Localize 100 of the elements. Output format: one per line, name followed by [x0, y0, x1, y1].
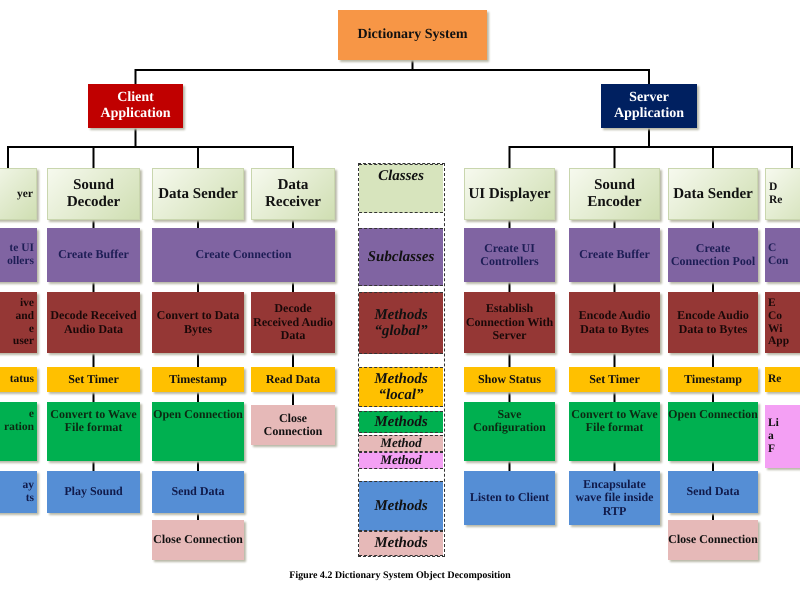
- connector-line: [508, 392, 510, 402]
- node-label: yer: [17, 188, 33, 200]
- node-label: Read Data: [266, 372, 320, 386]
- connector-line: [197, 353, 199, 367]
- legend-label: Methods: [374, 414, 428, 430]
- node-label: Convert to Data Bytes: [156, 309, 240, 336]
- legend-label: Methods: [374, 498, 428, 514]
- node-label: e ration: [4, 408, 34, 434]
- node-label: Close Connection: [153, 533, 243, 547]
- subclass-box: [569, 228, 660, 282]
- connector-line: [614, 461, 616, 471]
- legend-label: Classes: [378, 168, 424, 184]
- node-label: Timestamp: [684, 372, 742, 386]
- connector-line: [197, 392, 199, 402]
- method-box: [251, 405, 335, 445]
- node-label: Create Buffer: [579, 248, 650, 262]
- method-box: [569, 367, 660, 392]
- node-label: Show Status: [478, 372, 542, 386]
- node-label: Decode Received Audio Data: [252, 302, 334, 343]
- node-label: C Con: [768, 242, 788, 268]
- method-box: [47, 471, 140, 513]
- class-box: [47, 168, 140, 220]
- connector-line: [712, 353, 714, 367]
- node-label: Set Timer: [68, 372, 119, 386]
- subclass-box: [47, 228, 140, 282]
- application-box: [88, 84, 183, 128]
- node-label: Establish Connection With Server: [464, 302, 554, 343]
- node-label: Create Buffer: [58, 248, 129, 262]
- connector-line: [92, 353, 94, 367]
- connector-line: [197, 461, 199, 471]
- connector-line: [508, 461, 510, 471]
- class-box: [152, 168, 244, 220]
- connector-line: [508, 353, 510, 367]
- connector-line: [508, 282, 510, 292]
- method-box: [668, 367, 758, 392]
- method-box: [464, 471, 555, 525]
- connector-line: [92, 461, 94, 471]
- connector-line: [197, 282, 199, 292]
- connector-line: [614, 282, 616, 292]
- connector-line: [292, 220, 294, 228]
- method-box: [668, 292, 758, 353]
- method-box: [464, 367, 555, 392]
- connector-line: [648, 128, 793, 168]
- subclass-box: [152, 228, 335, 282]
- legend-label: Methods: [374, 535, 428, 552]
- method-box: [47, 402, 140, 461]
- method-box: [668, 520, 758, 560]
- method-box: [152, 471, 244, 513]
- figure-caption: Figure 4.2 Dictionary System Object Decomposition: [289, 570, 511, 581]
- connector-line: [92, 392, 94, 402]
- connector-line: [92, 220, 94, 228]
- node-label: E Co Wi App: [768, 296, 790, 348]
- connector-line: [292, 392, 294, 405]
- connector-line: [197, 513, 199, 520]
- method-box: [251, 367, 335, 392]
- connector-line: [508, 220, 510, 228]
- connector-line: [614, 353, 616, 367]
- class-box: [464, 168, 555, 220]
- method-box: [152, 520, 244, 560]
- legend-label: Methods “global”: [373, 306, 429, 340]
- method-box: [47, 292, 140, 353]
- node-label: Create UI Controllers: [479, 242, 540, 268]
- connector-line: [292, 282, 294, 292]
- node-label: tatus: [10, 373, 34, 386]
- connector-line: [712, 513, 714, 520]
- class-box: [251, 168, 335, 220]
- connector-line: [134, 128, 294, 168]
- node-label: Create Connection Pool: [670, 242, 756, 268]
- node-label: Encode Audio Data to Bytes: [578, 309, 652, 336]
- node-label: Sound Encoder: [586, 177, 643, 211]
- connector-line: [712, 461, 714, 471]
- connector-line: [197, 220, 199, 228]
- connector-line: [712, 282, 714, 292]
- legend-label: Subclasses: [368, 248, 434, 266]
- node-label: te UI ollers: [7, 242, 34, 268]
- node-label: Decode Received Audio Data: [49, 309, 138, 336]
- method-box: [569, 292, 660, 353]
- node-label: D Re: [769, 181, 782, 207]
- class-box: [668, 168, 758, 220]
- node-label: UI Displayer: [468, 186, 551, 202]
- legend-label: Method: [380, 436, 422, 451]
- subclass-box: [464, 228, 555, 282]
- subclass-box: [668, 228, 758, 282]
- node-label: Close Connection: [668, 533, 758, 547]
- node-label: Server Application: [612, 90, 685, 122]
- node-label: Encode Audio Data to Bytes: [676, 309, 750, 336]
- node-label: Data Sender: [158, 186, 238, 202]
- connector-line: [92, 282, 94, 292]
- node-label: Create Connection: [195, 248, 292, 262]
- class-box: [569, 168, 660, 220]
- method-box: [569, 471, 660, 525]
- method-box: [152, 367, 244, 392]
- node-label: Li a F: [768, 417, 779, 456]
- connector-line: [712, 392, 714, 402]
- legend-label: Method: [380, 453, 422, 468]
- method-box: [251, 292, 335, 353]
- node-label: Data Sender: [673, 186, 753, 202]
- node-label: Timestamp: [169, 372, 227, 386]
- connector-line: [614, 220, 616, 228]
- method-box: [464, 402, 555, 461]
